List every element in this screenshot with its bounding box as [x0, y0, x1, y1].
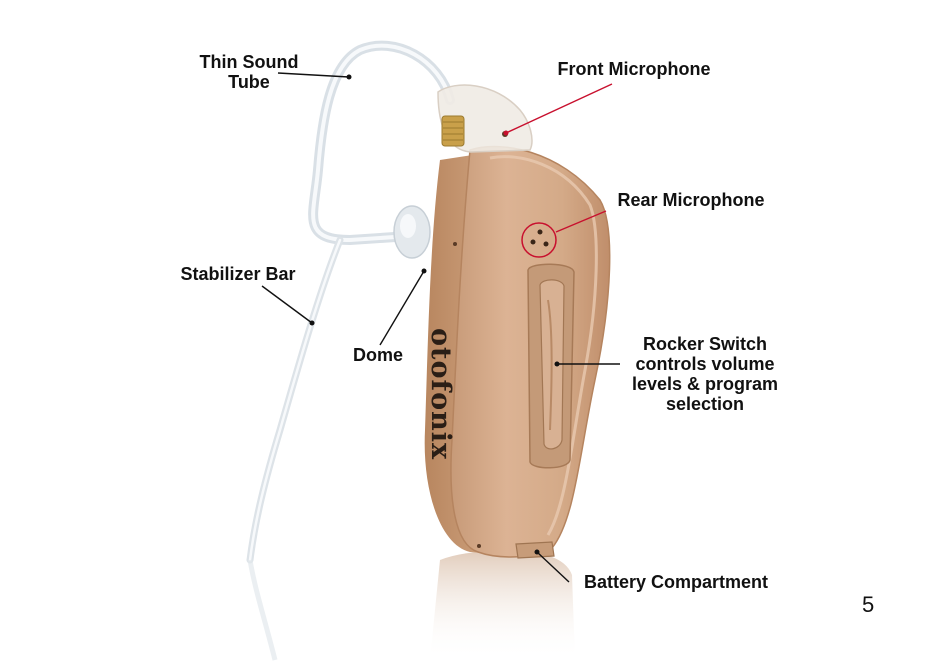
label-dome: Dome	[340, 345, 416, 365]
label-rear-microphone: Rear Microphone	[600, 190, 782, 210]
battery-door	[516, 542, 554, 558]
callout-line-front-microphone	[506, 84, 612, 133]
label-battery-compartment: Battery Compartment	[566, 572, 786, 592]
rear-microphone-port	[538, 230, 543, 235]
page-number: 5	[862, 592, 874, 618]
callout-line-dome	[380, 271, 424, 345]
label-stabilizer-bar: Stabilizer Bar	[164, 264, 312, 284]
callout-line-stabilizer-bar	[262, 286, 312, 323]
label-rocker-switch: Rocker Switch controls volume levels & p…	[612, 334, 798, 414]
brand-text: otofonix	[425, 328, 456, 460]
sound-tube	[313, 46, 450, 240]
stabilizer-bar	[250, 240, 340, 560]
label-thin-sound-tube: Thin Sound Tube	[185, 52, 313, 92]
tube-connector	[442, 116, 464, 146]
label-front-microphone: Front Microphone	[538, 59, 730, 79]
